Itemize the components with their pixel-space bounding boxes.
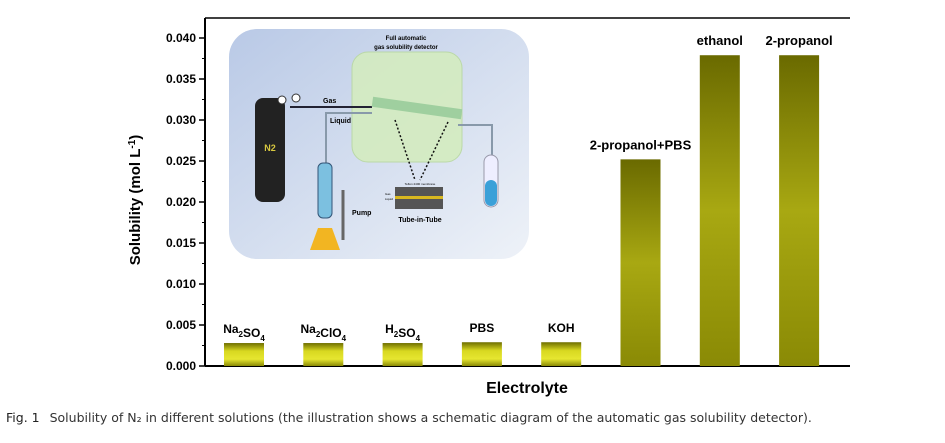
tube-in-tube-core [395,196,443,199]
y-tick-label: 0.000 [166,359,196,373]
outlet-line [458,124,493,160]
tube [371,96,463,120]
bar [303,343,344,366]
bar-label: PBS [470,321,495,335]
inset-schematic: Full automatic gas solubility detector N… [229,29,529,259]
y-axis-label: Solubility (mol L-1) [127,135,144,266]
y-tick-label: 0.010 [166,277,196,291]
flask-icon [310,228,340,250]
n2-cylinder-icon [255,98,285,202]
bar [461,342,502,366]
mini-gas-label: Gas [385,192,391,196]
x-axis-label: Electrolyte [486,380,568,397]
membrane-label: Teflon 2400 membrane [405,182,436,186]
bar [620,159,661,366]
bar-label: 2-propanol [766,33,833,48]
y-tick-label: 0.020 [166,195,196,209]
arrow-dotted [419,121,449,181]
inset-title-1: Full automatic [386,36,427,42]
bar-chart: 0.000 0.005 0.010 0.015 0.020 0.025 0.030 0.035… [127,17,850,397]
bar-label: Na2ClO4 [301,322,347,343]
bar [541,342,582,366]
gauge-icon [277,95,287,105]
y-tick-label: 0.015 [166,236,196,250]
pump-icon [317,162,333,219]
liquid-label: Liquid [330,118,351,125]
y-tick-label: 0.040 [166,31,196,45]
caption-text: Solubility of N₂ in different solutions … [49,410,812,425]
bar [699,55,740,366]
cylinder-label: N2 [264,143,276,153]
bar-label: 2-propanol+PBS [590,137,692,152]
bar-label: Na2SO4 [223,322,265,343]
bar [382,343,423,366]
bar-label: KOH [548,321,575,335]
gauge-icon [291,93,301,103]
y-tick-label: 0.025 [166,154,196,168]
gas-label: Gas [323,98,336,105]
bar-label: ethanol [697,33,743,48]
y-tick-label: 0.005 [166,318,196,332]
y-tick-label: 0.035 [166,72,196,86]
arrow-dotted [394,119,416,181]
mini-liquid-label: Liquid [385,197,393,201]
inset-title-2: gas solubility detector [374,45,438,51]
liquid-line [325,112,372,165]
y-tick-label: 0.030 [166,113,196,127]
tube-label: Tube-in-Tube [398,217,441,224]
figure-caption: Fig. 1 Solubility of N₂ in different solu… [6,410,812,425]
bar [224,343,264,366]
pump-label: Pump [352,210,371,217]
test-tube-liquid [485,180,497,206]
bar [779,55,820,366]
bar-label: H2SO4 [385,322,420,343]
figure-number: Fig. 1 [6,410,40,425]
bars: Na2SO4 Na2ClO4 H2SO4 PBS KOH 2-propanol+PBS et… [223,33,833,366]
axes: 0.000 0.005 0.010 0.015 0.020 0.025 0.030 0.035… [127,17,850,397]
